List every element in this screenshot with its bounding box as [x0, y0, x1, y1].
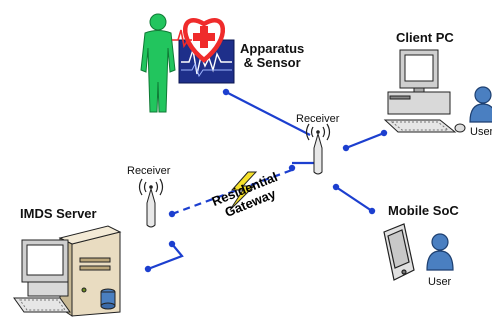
user-icon: [469, 86, 492, 123]
connection-lines: [147, 91, 385, 271]
receiver-right-label: Receiver: [296, 113, 340, 125]
link-receiver-client: [345, 131, 385, 150]
link-gateway-dashed: [171, 168, 293, 216]
link-receiver-mobile: [335, 186, 373, 212]
user-icon: [426, 233, 454, 271]
mobile-soc-label: Mobile SoC: [388, 203, 459, 218]
link-sensor-receiver: [225, 91, 311, 136]
desktop-pc-icon: [383, 49, 466, 133]
desktop-pc-icon: [13, 239, 71, 313]
sensor-label: & Sensor: [243, 55, 301, 71]
receiver-antenna-icon: [138, 178, 164, 228]
imds-server-label: IMDS Server: [20, 206, 97, 221]
user-bottom-label: User: [428, 276, 452, 288]
client-pc-label: Client PC: [396, 30, 454, 45]
person-icon: [140, 13, 176, 113]
user-right-label: User: [470, 126, 492, 138]
receiver-antenna-icon: [305, 123, 331, 175]
heart-monitor-icon: [172, 18, 235, 84]
link-endpoints: [144, 88, 388, 273]
lightning-icon: [229, 171, 258, 211]
server-icon: [58, 225, 122, 317]
apparatus-label: Apparatus: [240, 41, 305, 56]
receiver-left-label: Receiver: [127, 165, 171, 177]
link-receiver-server: [147, 243, 184, 271]
apparatus-sensor-label: Apparatus & Sensor: [240, 41, 305, 71]
mobile-device-icon: [383, 223, 415, 281]
